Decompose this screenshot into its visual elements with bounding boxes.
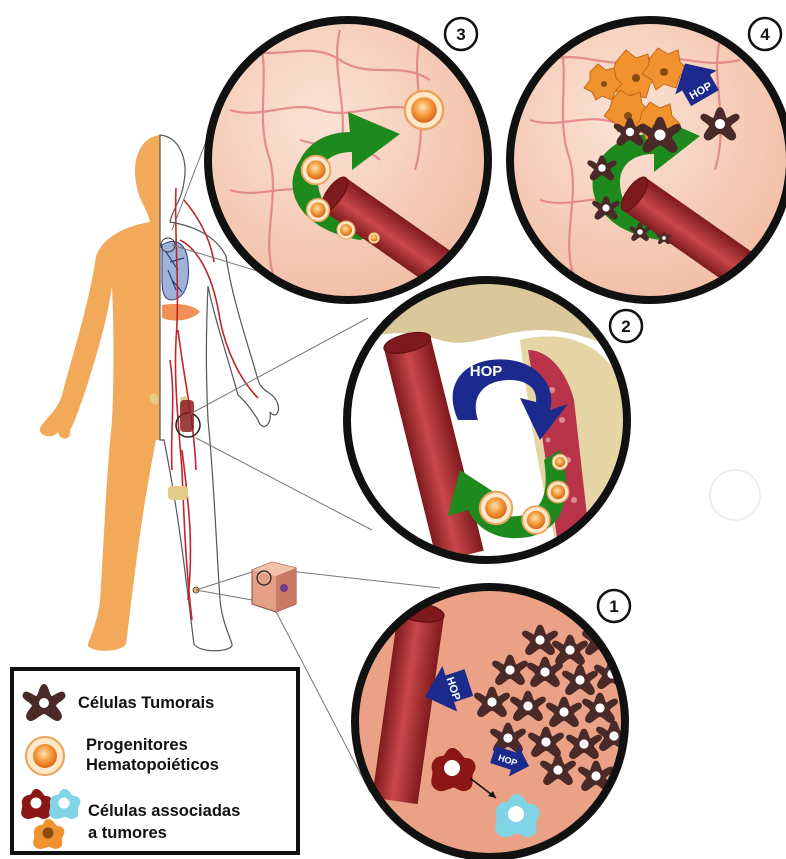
tumor-tissue-cube (252, 562, 296, 612)
legend-tumor-cells-label: Células Tumorais (78, 693, 214, 713)
panel-2-bone-marrow: HOP 2 (340, 275, 642, 575)
svg-text:2: 2 (621, 317, 630, 336)
panel-3-badge: 3 (445, 18, 477, 50)
legend-associated-line1: Células associadas (88, 801, 240, 821)
legend-associated-line2: a tumores (88, 823, 167, 843)
legend: Células Tumorais Progenitores Hematopoié… (10, 667, 300, 855)
svg-text:3: 3 (456, 25, 465, 44)
legend-progenitors-line2: Hematopoiéticos (86, 755, 219, 775)
panel-1-badge: 1 (598, 590, 630, 622)
legend-progenitors-line1: Progenitores (86, 735, 188, 755)
associated-cells-icon (18, 787, 90, 853)
svg-text:1: 1 (609, 597, 618, 616)
tumor-cell-icon (22, 681, 66, 725)
progenitor-cell-icon (24, 735, 66, 777)
panel-2-badge: 2 (610, 310, 642, 342)
panel-1-primary-tumor: HOP HOP 1 (350, 585, 640, 859)
panel-4-badge: 4 (749, 18, 781, 50)
panel-4-metastasis: HOP 4 (505, 15, 786, 315)
panel-3-pre-metastatic-niche: 3 (200, 15, 500, 315)
svg-text:HOP: HOP (470, 363, 503, 380)
svg-text:4: 4 (760, 25, 770, 44)
